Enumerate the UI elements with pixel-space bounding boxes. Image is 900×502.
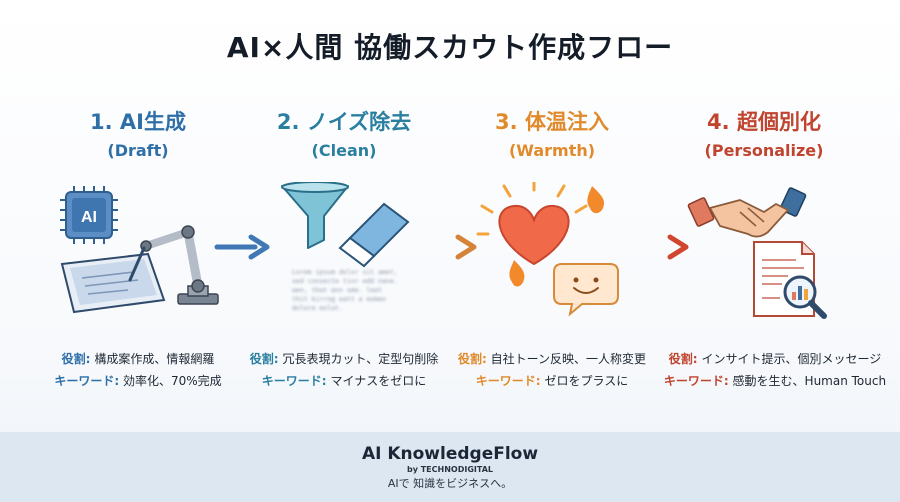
brand-name: AI KnowledgeFlow (361, 444, 539, 464)
magnifier-icon (783, 275, 827, 319)
step-noise-removal: 2. ノイズ除去 (Clean) Lorem ipsum dolor sit a… (244, 108, 444, 312)
role-text: 自社トーン反映、一人称変更 (490, 352, 647, 366)
keyword-label: キーワード: (261, 374, 327, 388)
flame-icon (587, 186, 605, 214)
role-text: 冗長表現カット、定型句削除 (282, 352, 439, 366)
blurred-text: Lorem ipsum dolor sit amet, sed consecte… (292, 268, 398, 312)
handshake-icon (687, 187, 807, 238)
role-label: 役割: (61, 352, 91, 366)
step-title: 2. ノイズ除去 (276, 110, 412, 134)
step-subtitle: (Warmth) (508, 141, 596, 160)
arrow-right-icon (421, 234, 477, 260)
step-subtitle: (Draft) (107, 141, 169, 160)
keyword-text: 感動を生む、Human Touch (732, 374, 887, 388)
svg-text:dolore eolot.: dolore eolot. (292, 304, 343, 312)
ai-chip-icon: AI (60, 186, 118, 244)
step-title: 4. 超個別化 (707, 110, 821, 134)
role-text: 構成案作成、情報網羅 (94, 352, 215, 366)
arrow-right-icon (633, 234, 689, 260)
step-title: 3. 体温注入 (495, 110, 609, 134)
robot-arm-icon (128, 225, 219, 305)
keyword-label: キーワード: (54, 374, 120, 388)
keyword-text: 効率化、70%完成 (122, 374, 222, 388)
step-subtitle: (Personalize) (704, 141, 824, 160)
step-subtitle: (Clean) (311, 141, 377, 160)
heart-icon (498, 204, 570, 266)
tablet-icon (60, 252, 166, 314)
step4-illustration (687, 187, 827, 319)
keyword-label: キーワード: (475, 374, 541, 388)
role-label: 役割: (457, 352, 487, 366)
step-title: 1. AI生成 (90, 110, 186, 134)
keyword-text: マイナスをゼロに (330, 374, 427, 388)
keyword-text: ゼロをプラスに (544, 374, 629, 388)
svg-text:sed consecte tinr edd nane.: sed consecte tinr edd nane. (292, 277, 398, 285)
brand-byline: by TECHNODIGITAL (407, 465, 493, 474)
step1-description: 役割: 構成案作成、情報網羅 キーワード: 効率化、70%完成 (28, 348, 248, 392)
step-personalize: 4. 超個別化 (Personalize) (664, 108, 864, 319)
keyword-label: キーワード: (663, 374, 729, 388)
smile-chat-icon (553, 263, 619, 317)
step3-description: 役割: 自社トーン反映、一人称変更 キーワード: ゼロをプラスに (442, 348, 662, 392)
brand-tagline: AIで 知識をビジネスへ。 (387, 477, 513, 490)
step1-illustration: AI (60, 186, 219, 314)
radiant-lines (476, 182, 588, 236)
svg-text:thit kirrog eatt a eomeo: thit kirrog eatt a eomeo (292, 295, 386, 303)
eraser-icon (338, 202, 410, 268)
role-label: 役割: (249, 352, 279, 366)
chip-label: AI (81, 209, 97, 226)
step3-illustration (476, 182, 619, 317)
svg-text:wen, that enn sme. leat: wen, that enn sme. leat (292, 286, 382, 294)
step-warmth: 3. 体温注入 (Warmth) (452, 108, 652, 317)
arrow-right-icon (214, 234, 270, 260)
page-title: AI×人間 協働スカウト作成フロー (226, 31, 674, 64)
footer: AI KnowledgeFlow by TECHNODIGITAL AIで 知識… (0, 432, 900, 502)
svg-text:Lorem ipsum dolor sit amet,: Lorem ipsum dolor sit amet, (292, 268, 398, 276)
step-ai-generation: 1. AI生成 (Draft) AI (38, 108, 238, 314)
role-text: インサイト提示、個別メッセージ (701, 352, 882, 366)
step2-description: 役割: 冗長表現カット、定型句削除 キーワード: マイナスをゼロに (234, 348, 454, 392)
role-label: 役割: (668, 352, 698, 366)
step4-description: 役割: インサイト提示、個別メッセージ キーワード: 感動を生む、Human T… (660, 348, 890, 392)
flame-icon (509, 260, 525, 287)
step2-illustration: Lorem ipsum dolor sit amet, sed consecte… (281, 182, 410, 312)
funnel-icon (281, 182, 349, 249)
